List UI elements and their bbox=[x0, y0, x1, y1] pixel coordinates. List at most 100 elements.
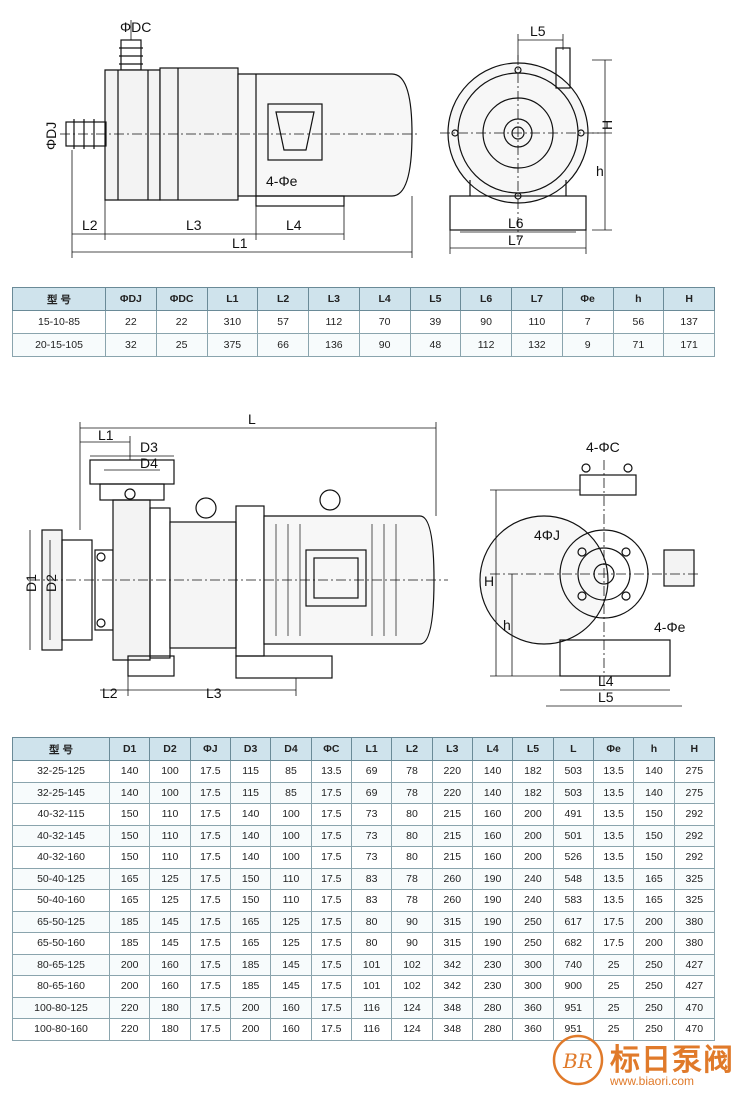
value-cell: 100 bbox=[270, 824, 312, 847]
header-cell: H bbox=[673, 737, 716, 761]
value-cell: 100 bbox=[149, 781, 191, 804]
model-cell: 50-40-125 bbox=[12, 867, 110, 890]
value-cell: 140 bbox=[229, 803, 272, 826]
value-cell: 150 bbox=[229, 867, 272, 890]
label-l4: L4 bbox=[286, 217, 302, 233]
model-cell: 15-10-85 bbox=[12, 310, 106, 334]
value-cell: 150 bbox=[633, 824, 675, 847]
label-4j: 4ΦJ bbox=[534, 527, 560, 543]
value-cell: 71 bbox=[612, 333, 665, 357]
spec-table-large: 型 号 D1 D2 ΦJ D3 D4 ΦC L1 L2 L3 L4 L5 L Φ… bbox=[12, 737, 716, 1041]
value-cell: 17.5 bbox=[310, 932, 352, 955]
header-cell: Φe bbox=[561, 287, 614, 311]
value-cell: 101 bbox=[350, 975, 393, 998]
value-cell: 150 bbox=[633, 846, 675, 869]
value-cell: 348 bbox=[431, 996, 473, 1019]
value-cell: 470 bbox=[673, 996, 716, 1019]
value-cell: 9 bbox=[561, 333, 614, 357]
value-cell: 17.5 bbox=[310, 910, 352, 933]
value-cell: 180 bbox=[149, 996, 191, 1019]
value-cell: 25 bbox=[592, 1018, 635, 1041]
value-cell: 250 bbox=[512, 910, 554, 933]
value-cell: 110 bbox=[149, 803, 191, 826]
value-cell: 25 bbox=[592, 975, 635, 998]
header-cell: 型 号 bbox=[12, 737, 110, 761]
value-cell: 17.5 bbox=[310, 889, 352, 912]
value-cell: 375 bbox=[206, 333, 259, 357]
value-cell: 491 bbox=[552, 803, 594, 826]
value-cell: 182 bbox=[512, 760, 554, 783]
value-cell: 140 bbox=[633, 760, 675, 783]
value-cell: 140 bbox=[229, 824, 272, 847]
header-cell: H bbox=[663, 287, 715, 311]
value-cell: 145 bbox=[270, 953, 312, 976]
model-cell: 80-65-160 bbox=[12, 975, 110, 998]
value-cell: 165 bbox=[229, 932, 272, 955]
value-cell: 526 bbox=[552, 846, 594, 869]
header-cell: Φe bbox=[592, 737, 635, 761]
value-cell: 78 bbox=[391, 889, 433, 912]
value-cell: 17.5 bbox=[310, 803, 352, 826]
label-l1: L1 bbox=[232, 235, 248, 251]
model-cell: 50-40-160 bbox=[12, 889, 110, 912]
value-cell: 13.5 bbox=[592, 889, 635, 912]
value-cell: 220 bbox=[431, 760, 473, 783]
value-cell: 80 bbox=[391, 803, 433, 826]
value-cell: 200 bbox=[512, 803, 554, 826]
value-cell: 292 bbox=[673, 803, 716, 826]
value-cell: 200 bbox=[512, 846, 554, 869]
value-cell: 17.5 bbox=[189, 781, 231, 804]
value-cell: 110 bbox=[270, 867, 312, 890]
value-cell: 310 bbox=[206, 310, 259, 334]
value-cell: 17.5 bbox=[310, 824, 352, 847]
value-cell: 140 bbox=[108, 781, 151, 804]
header-cell: h bbox=[612, 287, 665, 311]
value-cell: 380 bbox=[673, 910, 716, 933]
value-cell: 17.5 bbox=[189, 932, 231, 955]
value-cell: 185 bbox=[108, 932, 151, 955]
value-cell: 70 bbox=[358, 310, 411, 334]
value-cell: 182 bbox=[512, 781, 554, 804]
watermark-logo-text: BR bbox=[562, 1049, 593, 1073]
value-cell: 348 bbox=[431, 1018, 473, 1041]
value-cell: 17.5 bbox=[310, 867, 352, 890]
value-cell: 17.5 bbox=[189, 1018, 231, 1041]
label-d2: D2 bbox=[43, 574, 59, 592]
header-cell: L3 bbox=[431, 737, 473, 761]
value-cell: 145 bbox=[149, 910, 191, 933]
value-cell: 215 bbox=[431, 824, 473, 847]
label-l3: L3 bbox=[206, 685, 222, 701]
value-cell: 101 bbox=[350, 953, 393, 976]
value-cell: 17.5 bbox=[310, 953, 352, 976]
value-cell: 116 bbox=[350, 996, 393, 1019]
value-cell: 17.5 bbox=[189, 824, 231, 847]
value-cell: 470 bbox=[673, 1018, 716, 1041]
table-header-row: 型 号 ΦDJ ΦDC L1 L2 L3 L4 L5 L6 L7 Φe h H bbox=[12, 287, 715, 311]
value-cell: 185 bbox=[229, 975, 272, 998]
value-cell: 300 bbox=[512, 975, 554, 998]
value-cell: 80 bbox=[391, 824, 433, 847]
value-cell: 292 bbox=[673, 846, 716, 869]
value-cell: 17.5 bbox=[189, 803, 231, 826]
value-cell: 200 bbox=[229, 996, 272, 1019]
value-cell: 280 bbox=[471, 1018, 514, 1041]
value-cell: 125 bbox=[149, 867, 191, 890]
value-cell: 17.5 bbox=[310, 996, 352, 1019]
value-cell: 200 bbox=[512, 824, 554, 847]
value-cell: 951 bbox=[552, 1018, 594, 1041]
value-cell: 250 bbox=[633, 975, 675, 998]
table-header-row: 型 号 D1 D2 ΦJ D3 D4 ΦC L1 L2 L3 L4 L5 L Φ… bbox=[12, 737, 716, 761]
value-cell: 100 bbox=[270, 846, 312, 869]
value-cell: 136 bbox=[308, 333, 360, 357]
header-cell: L5 bbox=[512, 737, 554, 761]
value-cell: 240 bbox=[512, 889, 554, 912]
label-l4: L4 bbox=[598, 673, 614, 689]
model-cell: 100-80-160 bbox=[12, 1018, 110, 1041]
value-cell: 583 bbox=[552, 889, 594, 912]
value-cell: 17.5 bbox=[189, 975, 231, 998]
